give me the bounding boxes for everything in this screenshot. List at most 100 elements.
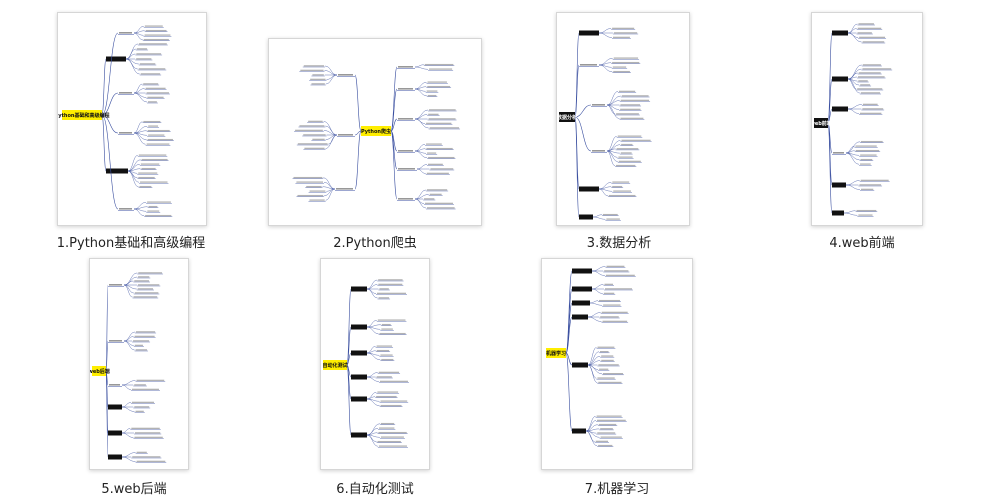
leaf-label: [598, 364, 619, 366]
leaf-label: [137, 284, 160, 286]
leaf-label: [143, 120, 161, 123]
leaf-label: [136, 379, 165, 381]
branch-node: [832, 210, 844, 216]
leaf-label: [377, 319, 406, 321]
leaf-line: [324, 70, 338, 76]
mindmap-web-frontend: web前端: [812, 23, 893, 217]
root-node: [546, 348, 566, 358]
caption-web-backend[interactable]: 5.web后端: [101, 482, 167, 497]
leaf-label: [296, 181, 323, 183]
mindmap-thumbnail-python-basics[interactable]: Python基础和高级编程: [57, 12, 207, 226]
mindmap-thumbnail-python-crawler[interactable]: Python爬虫: [268, 38, 482, 226]
leaf-label: [612, 27, 635, 29]
branch-node: [351, 286, 367, 292]
caption-automation-testing[interactable]: 6.自动化测试: [336, 482, 414, 497]
leaf-line: [366, 288, 378, 299]
mindmap-data-analysis: 数据分析: [557, 27, 652, 221]
branch-node: [108, 454, 122, 460]
mindmap-thumbnail-web-backend[interactable]: web后端: [89, 258, 189, 470]
branch-line: [101, 92, 119, 116]
leaf-label: [600, 351, 609, 353]
leaf-line: [366, 392, 377, 400]
leaf-label: [612, 185, 623, 188]
leaf-label: [143, 38, 169, 41]
leaf-label: [138, 68, 166, 70]
leaf-label: [148, 125, 159, 127]
branch-line: [101, 114, 119, 134]
leaf-label: [426, 143, 442, 145]
leaf-line: [366, 428, 379, 436]
leaf-label: [612, 181, 630, 183]
leaf-label: [147, 129, 170, 132]
branch-node: [832, 76, 848, 82]
leaf-label: [862, 108, 884, 110]
leaf-label: [377, 391, 399, 393]
leaf-label: [427, 152, 437, 154]
caption-web-frontend[interactable]: 4.web前端: [829, 236, 895, 251]
leaf-line: [366, 434, 377, 442]
branch-line: [346, 352, 352, 366]
leaf-label: [308, 120, 323, 122]
leaf-line: [123, 336, 134, 342]
caption-data-analysis[interactable]: 3.数据分析: [586, 236, 652, 251]
leaf-line: [591, 284, 604, 290]
mindmap-thumbnail-automation-testing[interactable]: 自动化测试: [320, 258, 430, 470]
branch-line: [574, 116, 580, 218]
root-node: [62, 110, 102, 120]
leaf-line: [847, 104, 862, 110]
leaf-label: [603, 292, 615, 294]
leaf-label: [133, 340, 150, 342]
branch-node: [106, 168, 128, 174]
leaf-label: [140, 163, 160, 165]
leaf-label: [139, 63, 156, 65]
leaf-label: [138, 172, 158, 174]
leaf-label: [134, 344, 143, 346]
leaf-label: [136, 451, 147, 453]
leaf-label: [860, 163, 871, 165]
leaf-line: [121, 456, 136, 462]
branch-line: [101, 114, 119, 210]
leaf-label: [860, 179, 889, 181]
mindmap-thumbnail-data-analysis[interactable]: 数据分析: [556, 12, 690, 226]
branch-label: [398, 66, 413, 68]
branch-line: [827, 78, 833, 124]
leaf-label: [299, 125, 325, 127]
leaf-label: [304, 147, 325, 149]
branch-line: [574, 116, 592, 152]
mindmap-thumbnail-web-frontend[interactable]: web前端: [811, 12, 923, 226]
leaf-line: [127, 155, 138, 172]
leaf-label: [428, 163, 443, 165]
leaf-line: [416, 164, 428, 170]
leaf-label: [136, 460, 166, 462]
leaf-label: [138, 176, 155, 179]
branch-line: [390, 88, 398, 132]
branch-label: [338, 134, 353, 136]
mindmap-thumbnail-machine-learning[interactable]: 机器学习: [541, 258, 693, 470]
branch-label: [592, 104, 605, 106]
leaf-label: [134, 436, 163, 438]
branch-line: [390, 130, 398, 200]
branch-label: [336, 188, 353, 190]
branch-line: [574, 104, 592, 118]
leaf-label: [618, 156, 633, 158]
leaf-label: [146, 143, 170, 145]
branch-line: [565, 352, 573, 432]
caption-python-crawler[interactable]: 2.Python爬虫: [333, 236, 417, 251]
leaf-label: [595, 440, 609, 442]
leaf-label: [381, 323, 391, 326]
leaf-label: [602, 213, 618, 216]
leaf-label: [613, 70, 630, 73]
leaf-line: [585, 430, 600, 438]
branch-label: [398, 88, 413, 90]
leaf-label: [859, 184, 882, 186]
caption-machine-learning[interactable]: 7.机器学习: [584, 482, 650, 497]
leaf-line: [843, 210, 856, 214]
leaf-label: [378, 371, 400, 373]
caption-python-basics[interactable]: 1.Python基础和高级编程: [56, 236, 206, 251]
leaf-label: [606, 265, 625, 267]
mindmap-machine-learning: 机器学习: [545, 265, 636, 447]
leaf-label: [144, 34, 171, 36]
branch-node: [579, 214, 593, 220]
leaf-label: [613, 57, 639, 59]
leaf-label: [621, 143, 633, 146]
